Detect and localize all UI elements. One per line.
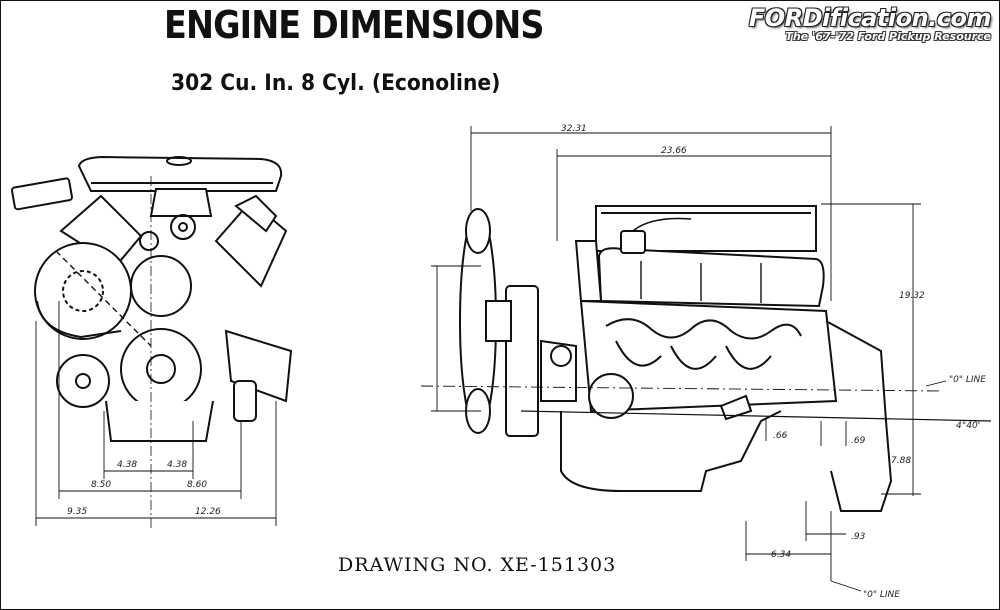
dim-0-66: .66 bbox=[773, 431, 788, 441]
dim-4-38-left: 4.38 bbox=[117, 460, 137, 470]
dim-12-26: 12.26 bbox=[195, 507, 221, 517]
dim-32-31: 32.31 bbox=[561, 124, 587, 134]
page-title: ENGINE DIMENSIONS bbox=[164, 3, 544, 47]
dim-0-93: .93 bbox=[851, 532, 866, 542]
dim-8-60: 8.60 bbox=[187, 480, 207, 490]
dim-6-34: 6.34 bbox=[771, 550, 791, 560]
page-subtitle: 302 Cu. In. 8 Cyl. (Econoline) bbox=[171, 71, 501, 96]
dim-4-38-right: 4.38 bbox=[167, 460, 187, 470]
side-view-dimension-labels: 32.31 23.66 19.32 .66 .69 7.88 .93 6.34 … bbox=[561, 124, 986, 600]
brand-watermark: FORDification.com The '67-'72 Ford Picku… bbox=[748, 4, 992, 43]
dim-23-66: 23.66 bbox=[661, 146, 687, 156]
dim-19-32: 19.32 bbox=[899, 291, 925, 301]
brand-name: FORDification.com bbox=[748, 4, 992, 32]
dim-9-35: 9.35 bbox=[67, 507, 87, 517]
dim-0-69: .69 bbox=[851, 436, 866, 446]
front-view-drawing bbox=[10, 155, 293, 531]
dim-7-88: 7.88 bbox=[891, 456, 911, 466]
front-view-dimension-labels: 4.38 4.38 8.50 8.60 9.35 12.26 bbox=[67, 460, 221, 517]
dim-angle: 4°40' bbox=[956, 421, 980, 431]
brand-tagline: The '67-'72 Ford Pickup Resource bbox=[785, 30, 991, 43]
side-view-drawing bbox=[459, 205, 893, 512]
front-view-dimension-lines bbox=[35, 301, 277, 526]
drawing-number: DRAWING NO. XE-151303 bbox=[338, 554, 617, 576]
zero-line-label-top: "0" LINE bbox=[949, 375, 986, 385]
zero-line-label-bottom: "0" LINE bbox=[863, 590, 900, 600]
side-view-dimension-lines bbox=[420, 126, 992, 592]
dim-8-50: 8.50 bbox=[91, 480, 111, 490]
